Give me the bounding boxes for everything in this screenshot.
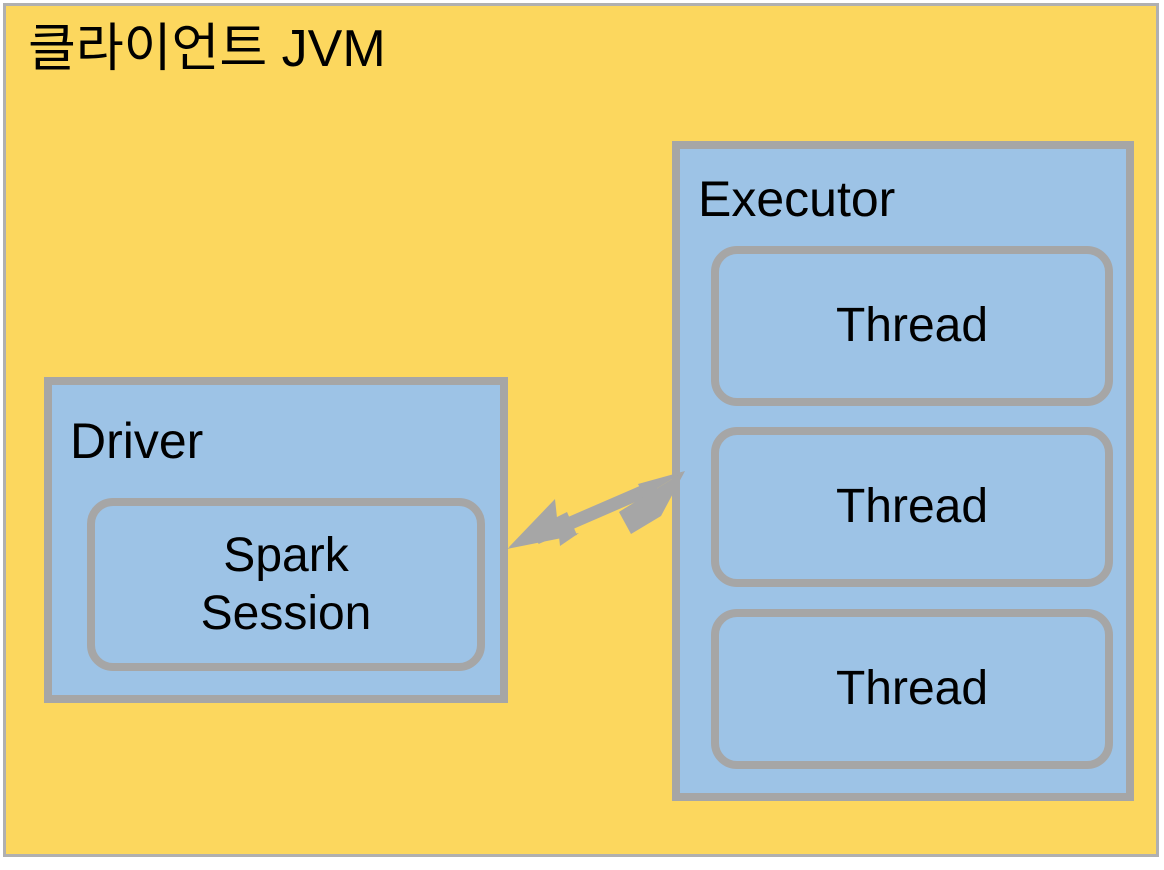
- thread-label-3: Thread: [835, 662, 989, 715]
- arrow-shaft: [533, 480, 659, 544]
- thread-box-1[interactable]: Thread: [711, 246, 1113, 406]
- arrow-head-left: [509, 499, 579, 547]
- client-jvm-title: 클라이언트 JVM: [28, 20, 386, 78]
- spark-session-label-line2: Session: [200, 586, 372, 640]
- client-jvm-container: 클라이언트 JVM Driver Spark Session Executor …: [3, 3, 1159, 857]
- executor-box[interactable]: Executor Thread Thread Thread: [672, 141, 1134, 801]
- thread-box-3[interactable]: Thread: [711, 609, 1113, 769]
- thread-label-1: Thread: [835, 299, 989, 352]
- driver-executor-arrow-icon: [507, 471, 685, 549]
- thread-label-2: Thread: [835, 480, 989, 533]
- driver-title: Driver: [70, 413, 204, 469]
- thread-box-2[interactable]: Thread: [711, 427, 1113, 587]
- spark-session-box[interactable]: Spark Session: [87, 498, 485, 671]
- arrow-head-left-fill: [507, 512, 577, 549]
- spark-session-label: Spark Session: [201, 527, 372, 643]
- driver-box[interactable]: Driver Spark Session: [44, 377, 508, 703]
- executor-title: Executor: [698, 171, 896, 227]
- spark-session-label-line1: Spark: [223, 528, 349, 582]
